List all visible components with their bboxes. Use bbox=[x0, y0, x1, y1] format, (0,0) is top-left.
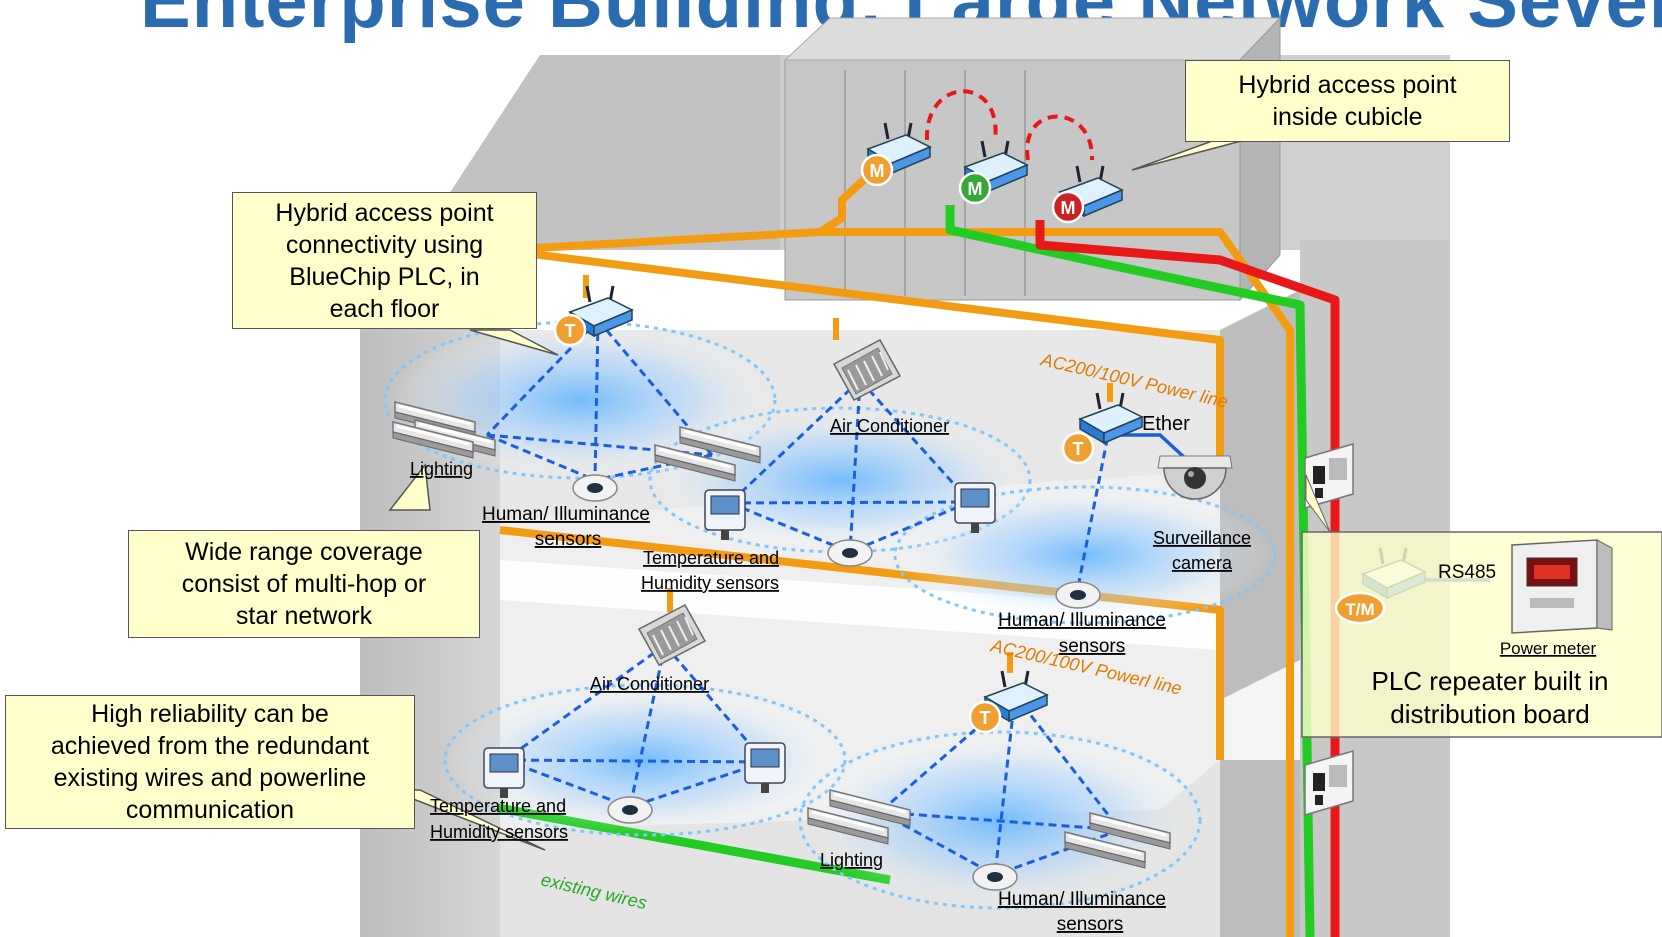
badge-t: T bbox=[1061, 431, 1095, 465]
callout-coverage: Wide range coverage consist of multi-hop… bbox=[128, 530, 480, 638]
human-sensors-label: sensors bbox=[1059, 636, 1126, 657]
power-wires bbox=[497, 89, 1340, 937]
power-meter-icon bbox=[1511, 539, 1613, 634]
svg-text:T: T bbox=[1073, 439, 1084, 459]
badge-m-red: M bbox=[1051, 190, 1085, 224]
distribution-labels: RS485 Power meter bbox=[1438, 562, 1597, 658]
badge-m-green: M bbox=[958, 171, 992, 205]
power-meter-label: Power meter bbox=[1500, 639, 1597, 658]
temperature-humidity-label: Humidity sensors bbox=[641, 573, 779, 593]
ether-label: Ether bbox=[1142, 413, 1190, 435]
svg-text:M: M bbox=[870, 161, 885, 181]
lighting-label: Lighting bbox=[410, 459, 473, 479]
callout-floor-access-point: Hybrid access point connectivity using B… bbox=[232, 192, 537, 329]
temperature-humidity-label: Temperature and bbox=[643, 548, 779, 568]
air-conditioner-label: Air Conditioner bbox=[830, 416, 949, 436]
badge-tm: T/M bbox=[1334, 591, 1386, 625]
lighting-label: Lighting bbox=[820, 850, 883, 870]
sensor-icon bbox=[607, 796, 653, 824]
human-sensors-label: Human/ Illuminance bbox=[482, 504, 650, 525]
badge-m-orange: M bbox=[860, 153, 894, 187]
svg-text:T: T bbox=[565, 321, 576, 341]
svg-text:M: M bbox=[968, 179, 983, 199]
callout-pointers bbox=[388, 139, 1246, 851]
svg-text:M: M bbox=[1061, 198, 1076, 218]
air-conditioner-label: Air Conditioner bbox=[590, 674, 709, 694]
surveillance-camera-icon bbox=[1157, 455, 1233, 500]
callout-reliability: High reliability can be achieved from th… bbox=[5, 695, 415, 829]
sensor-icon bbox=[972, 863, 1018, 891]
callout-cubicle-access-point: Hybrid access point inside cubicle bbox=[1185, 60, 1510, 142]
camera-label: camera bbox=[1172, 553, 1233, 573]
camera-label: Surveillance bbox=[1153, 528, 1251, 548]
svg-text:T: T bbox=[980, 708, 991, 728]
badge-t: T bbox=[968, 700, 1002, 734]
sensor-icon bbox=[1055, 581, 1101, 609]
rs485-label: RS485 bbox=[1438, 562, 1496, 583]
svg-text:T/M: T/M bbox=[1345, 600, 1374, 619]
temperature-humidity-label: Humidity sensors bbox=[430, 822, 568, 842]
human-sensors-label: Human/ Illuminance bbox=[998, 889, 1166, 910]
temperature-humidity-label: Temperature and bbox=[430, 796, 566, 816]
human-sensors-label: sensors bbox=[1057, 914, 1124, 935]
sensor-icon bbox=[827, 539, 873, 567]
badge-t: T bbox=[553, 313, 587, 347]
human-sensors-label: Human/ Illuminance bbox=[998, 610, 1166, 631]
sensor-icon bbox=[572, 474, 618, 502]
human-sensors-label: sensors bbox=[535, 529, 602, 550]
callout-repeater: PLC repeater built in distribution board bbox=[1371, 665, 1609, 729]
